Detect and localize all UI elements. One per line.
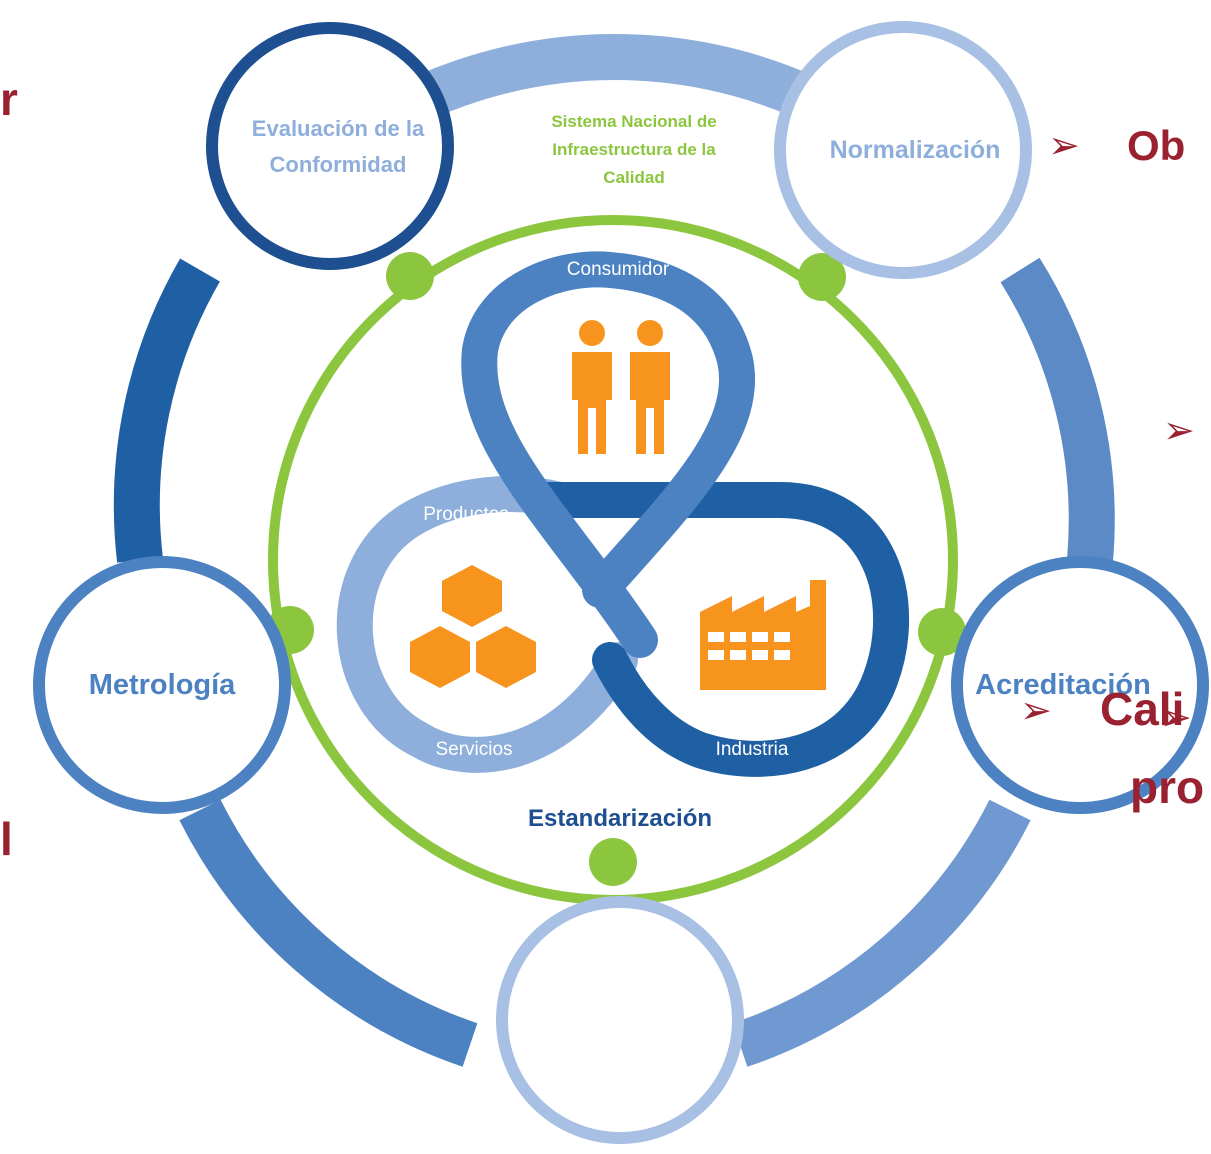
outer-ring-bottom-right-segment	[732, 799, 1031, 1067]
trefoil-loop	[336, 251, 910, 777]
green-ring-nodes	[266, 252, 966, 886]
label-productos: Productos	[423, 504, 509, 525]
side-text-right-bottom-2: pro	[1130, 761, 1204, 813]
side-text-right-top: Ob	[1127, 122, 1185, 169]
node-estandarizacion	[496, 896, 744, 1144]
loop-products-services	[336, 476, 638, 773]
loop-industria	[522, 482, 910, 777]
node-acreditacion	[951, 556, 1209, 814]
side-text-left-bottom: l	[0, 813, 13, 865]
estandarizacion-label: Estandarización	[528, 805, 712, 832]
acreditacion-label: Acreditación	[975, 669, 1151, 701]
outer-ring-bottom-left-segment	[179, 799, 478, 1067]
green-node-top-right	[798, 253, 846, 301]
outer-ring-top-segment	[368, 34, 862, 140]
side-text-left-top: r	[0, 73, 18, 125]
metrologia-label: Metrología	[89, 669, 236, 701]
node-circles	[33, 21, 1209, 1144]
node-metrologia	[33, 556, 291, 814]
center-title-line2: Infraestructura de la	[552, 140, 716, 159]
node-evaluacion	[206, 22, 454, 270]
bullet-arrow-icon-3: ➢	[1160, 695, 1192, 739]
people-icon	[572, 320, 670, 454]
outer-ring-right-segment	[1000, 257, 1115, 562]
evaluacion-label-line2: Conformidad	[270, 152, 407, 177]
green-node-bottom	[589, 838, 637, 886]
bullet-arrow-icon: ➢	[1048, 123, 1080, 167]
bullet-arrow-icon-4: ➢	[1020, 688, 1052, 732]
boxes-icon	[410, 565, 536, 688]
loop-consumidor	[461, 251, 755, 658]
outer-ring	[113, 34, 1115, 1067]
factory-icon	[700, 580, 826, 690]
normalizacion-label: Normalización	[830, 136, 1001, 164]
green-node-top-left	[386, 252, 434, 300]
center-title-line3: Calidad	[603, 168, 664, 187]
bullet-arrow-icon-2: ➢	[1163, 408, 1195, 452]
green-node-right	[918, 608, 966, 656]
side-text-right-bottom-1: Cali	[1100, 683, 1184, 735]
evaluacion-label-line1: Evaluación de la	[252, 116, 425, 141]
outer-ring-left-segment	[113, 258, 220, 563]
label-consumidor: Consumidor	[567, 259, 670, 280]
node-normalizacion	[774, 21, 1032, 279]
center-title-line1: Sistema Nacional de	[551, 112, 716, 131]
label-industria: Industria	[716, 739, 789, 760]
label-servicios: Servicios	[435, 739, 512, 760]
